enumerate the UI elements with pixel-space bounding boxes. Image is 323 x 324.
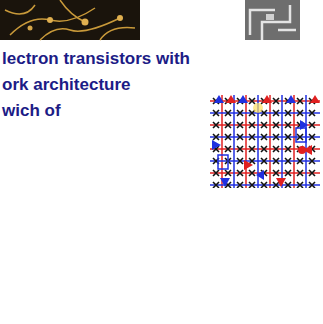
network-grid xyxy=(210,95,320,188)
device-micrograph xyxy=(245,0,300,40)
slide-text: lectron transistors with xyxy=(2,49,190,69)
neuron-photo xyxy=(0,0,140,40)
slide-text: ork architecture xyxy=(2,75,131,95)
slide-text: wich of xyxy=(2,101,61,121)
